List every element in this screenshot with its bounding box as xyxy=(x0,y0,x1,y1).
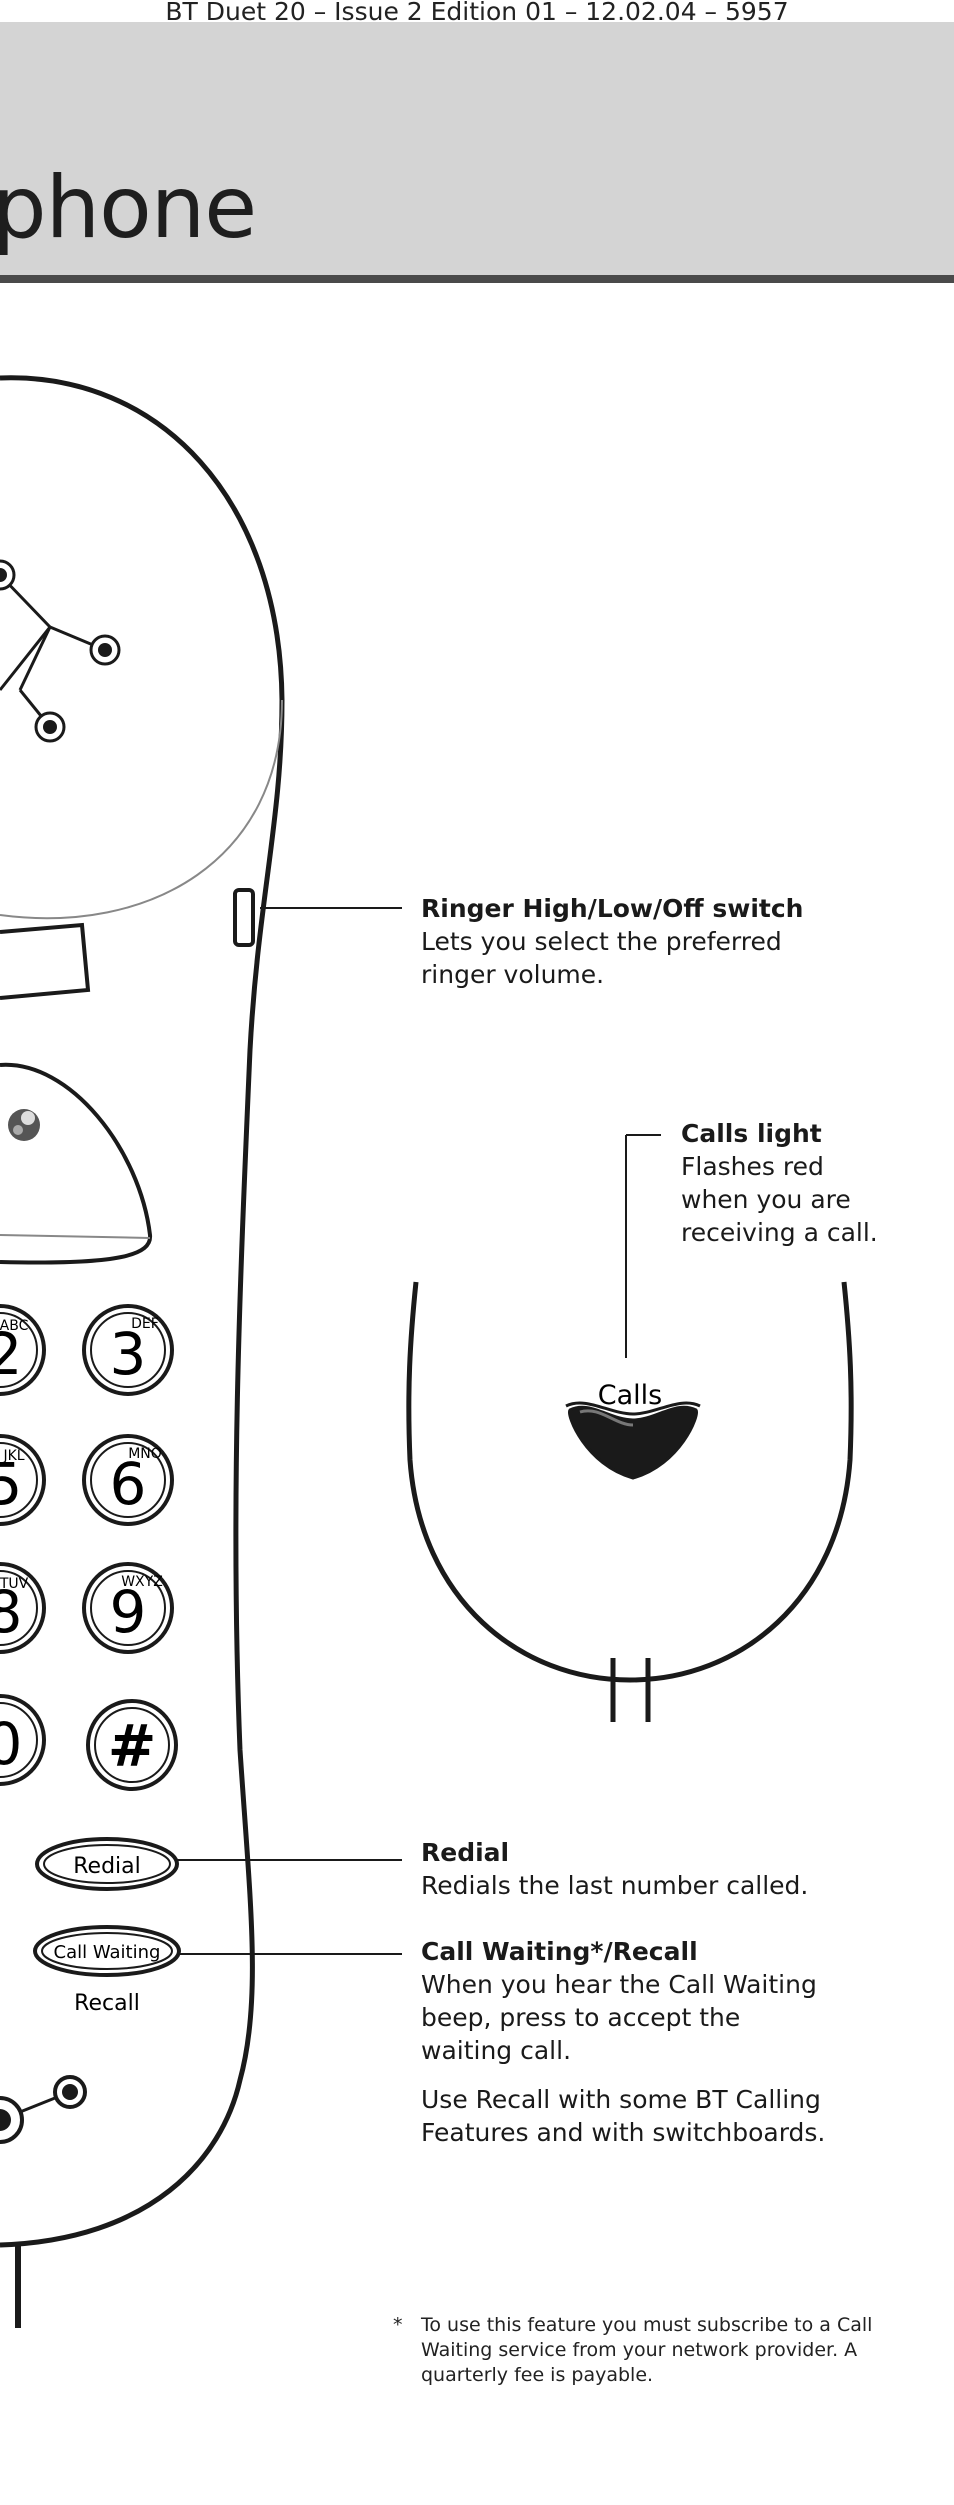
key-5: 5 JKL xyxy=(0,1434,46,1526)
calls-light-body: Flashes red when you are receiving a cal… xyxy=(681,1152,878,1247)
key-digit: 3 xyxy=(110,1320,147,1388)
redial-body: Redials the last number called. xyxy=(421,1871,809,1900)
footnote: * To use this feature you must subscribe… xyxy=(393,2313,941,2388)
ringer-switch xyxy=(233,888,255,947)
footnote-mark: * xyxy=(393,2314,403,2336)
keypad: 2 ABC 3 DEF 5 JKL 6 MNO 8 TUV xyxy=(0,1304,178,1791)
speaker-icon xyxy=(0,559,121,743)
calls-light-callout: Calls light Flashes red when you are rec… xyxy=(681,1117,891,1249)
key-2: 2 ABC xyxy=(0,1304,46,1396)
key-digit: 2 xyxy=(0,1320,22,1388)
bt-logo-icon xyxy=(8,1109,40,1141)
title-band xyxy=(0,22,954,279)
key-digit: 5 xyxy=(0,1450,22,1518)
calls-button: Calls xyxy=(565,1380,701,1480)
earpiece-dome-edge xyxy=(0,699,283,920)
redial-heading: Redial xyxy=(421,1838,510,1867)
redial-button-label: Redial xyxy=(73,1854,141,1879)
key-digit: 9 xyxy=(110,1578,147,1646)
ringer-callout: Ringer High/Low/Off switch Lets you sele… xyxy=(421,892,803,991)
recall-body: Use Recall with some BT Calling Features… xyxy=(421,2085,826,2147)
key-letters: TUV xyxy=(0,1576,29,1592)
recall-label: Recall xyxy=(74,1991,140,2016)
call-waiting-callout: Call Waiting*/Recall When you hear the C… xyxy=(421,1935,831,2149)
redial-callout: Redial Redials the last number called. xyxy=(421,1836,821,1902)
calls-light-heading: Calls light xyxy=(681,1119,822,1148)
redial-button: Redial xyxy=(35,1837,179,1891)
base-unit-outline xyxy=(406,1281,854,1683)
key-3: 3 DEF xyxy=(82,1304,174,1396)
key-0: 0 xyxy=(0,1694,46,1786)
key-digit: 8 xyxy=(0,1578,22,1646)
key-digit: 0 xyxy=(0,1710,22,1778)
handset-outline xyxy=(0,375,285,2248)
call-waiting-button: Call Waiting xyxy=(33,1925,181,1977)
title-rule xyxy=(0,275,954,283)
key-digit: 6 xyxy=(110,1450,147,1518)
key-digit: # xyxy=(108,1712,157,1780)
calls-button-label: Calls xyxy=(598,1380,662,1411)
document-header: BT Duet 20 – Issue 2 Edition 01 – 12.02.… xyxy=(165,0,789,26)
key-letters: MNO xyxy=(128,1446,162,1462)
key-hash: # xyxy=(86,1699,178,1791)
key-6: 6 MNO xyxy=(82,1434,174,1526)
ringer-heading: Ringer High/Low/Off switch xyxy=(421,894,804,923)
call-waiting-button-label: Call Waiting xyxy=(54,1942,161,1963)
key-9: 9 WXYZ xyxy=(82,1562,174,1654)
call-waiting-heading: Call Waiting*/Recall xyxy=(421,1937,698,1966)
page-title: phone xyxy=(0,158,257,258)
key-letters: ABC xyxy=(0,1318,29,1334)
key-8: 8 TUV xyxy=(0,1562,46,1654)
key-letters: JKL xyxy=(2,1448,24,1464)
call-waiting-body: When you hear the Call Waiting beep, pre… xyxy=(421,1970,817,2065)
hinge-block xyxy=(0,922,91,1000)
ringer-body: Lets you select the preferred ringer vol… xyxy=(421,927,782,989)
display-window xyxy=(0,1062,153,1265)
microphone-icon xyxy=(0,2075,87,2144)
key-letters: DEF xyxy=(131,1316,159,1332)
key-letters: WXYZ xyxy=(121,1574,163,1590)
footnote-text: To use this feature you must subscribe t… xyxy=(421,2314,873,2386)
